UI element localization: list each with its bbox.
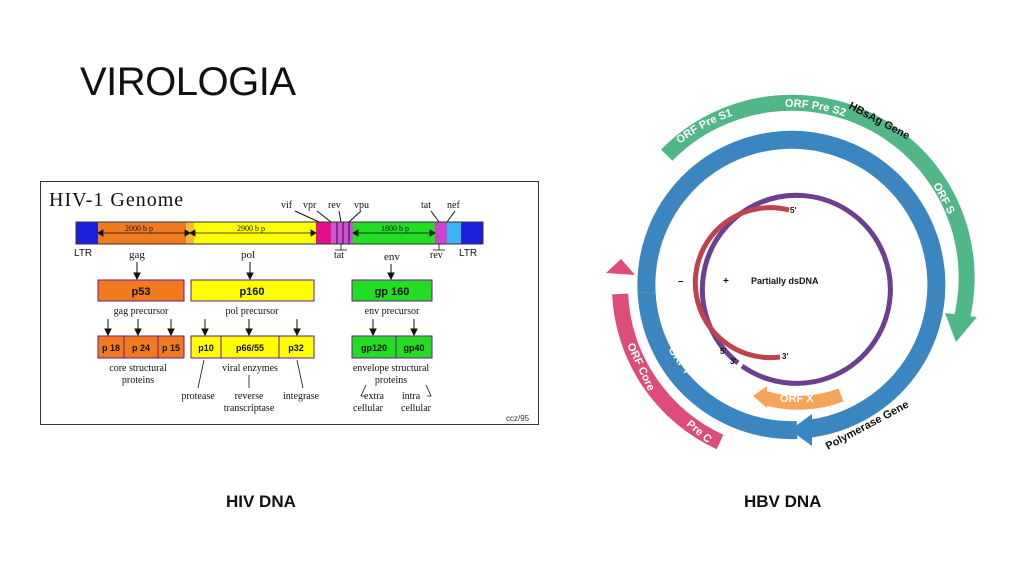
gp40-label: gp40 — [403, 343, 424, 353]
gag-precursor-label: gag precursor — [114, 306, 169, 317]
nef-block — [447, 222, 461, 244]
bp-gag: 2000 b p — [125, 224, 153, 233]
polymerase-arc — [637, 130, 946, 438]
label-vif: vif — [281, 200, 293, 211]
ltr-left-block — [76, 222, 98, 244]
transcriptase-label: transcriptase — [224, 403, 275, 414]
five-prime-outer-label: 5' — [720, 347, 726, 356]
core-structural-label: core structural — [109, 363, 167, 374]
protease-label: protease — [181, 391, 215, 402]
bp-env: 1800 b p — [381, 224, 409, 233]
partially-dsdna-label: Partially dsDNA — [751, 276, 819, 286]
env-precursor-label: env precursor — [365, 306, 420, 317]
orf-x-arrowhead — [753, 386, 767, 408]
ltr-left-label: LTR — [74, 248, 92, 259]
rev-label-bottom: rev — [430, 250, 443, 261]
hbsag-arc — [660, 94, 975, 328]
integrase-label: integrase — [283, 391, 320, 402]
envelope-proteins-label: proteins — [375, 375, 407, 386]
slide-title: VIROLOGIA — [80, 60, 296, 104]
p10-label: p10 — [198, 343, 214, 353]
orf-p-arc — [637, 292, 798, 440]
p24-label: p 24 — [132, 343, 150, 353]
env-products-box — [351, 335, 433, 359]
gag-label: gag — [129, 249, 145, 261]
tat-rev-right-block — [435, 222, 447, 244]
core-proteins-label: proteins — [122, 375, 154, 386]
plus-strand-label: + — [723, 276, 729, 287]
core-arc — [612, 293, 724, 450]
caption-hiv-dna: HIV DNA — [226, 492, 296, 511]
core-arrowhead — [606, 259, 635, 275]
five-prime-inner-label: 5' — [790, 206, 796, 215]
envelope-structural-label: envelope structural — [353, 363, 430, 374]
hiv-title: HIV-1 Genome — [49, 189, 184, 211]
p160-box — [190, 279, 315, 302]
caption-hbv-dna: HBV DNA — [744, 492, 822, 511]
viral-enzymes-label: viral enzymes — [222, 363, 278, 374]
p53-box — [97, 279, 185, 302]
p18-label: p 18 — [102, 343, 120, 353]
hbsag-arrowhead — [945, 313, 977, 342]
reverse-label: reverse — [235, 391, 264, 402]
p15-label: p 15 — [162, 343, 180, 353]
p160-label: p160 — [239, 286, 264, 298]
label-vpu: vpu — [354, 200, 369, 211]
p6655-label: p66/55 — [236, 343, 264, 353]
label-tat-top: tat — [421, 200, 431, 211]
tat-label-bottom: tat — [334, 250, 344, 261]
extra-label: extra — [364, 391, 385, 402]
vif-vpr-block — [316, 222, 331, 244]
pol-precursor-label: pol precursor — [225, 306, 279, 317]
svg-text:ORF Pre S1: ORF Pre S1 — [674, 107, 734, 146]
orf-x-label: ORF X — [780, 393, 814, 405]
orf-pre-s1-label: ORF Pre S1 — [674, 107, 734, 146]
credit-label: ccz/95 — [506, 414, 530, 423]
pol-products-box — [190, 335, 315, 359]
label-vpr: vpr — [303, 200, 317, 211]
ltr-right-block — [461, 222, 483, 244]
gp120-label: gp120 — [361, 343, 387, 353]
orf-x-arc — [763, 388, 844, 410]
red-dna-strand — [692, 205, 790, 361]
three-prime-inner-label: 3' — [782, 352, 788, 361]
three-prime-outer-label: 3' — [730, 357, 736, 366]
hbv-genome-diagram: ORF Pre S1 ORF Pre S2 HBsAg Gene ORF S O… — [590, 80, 1010, 470]
label-nef: nef — [447, 200, 460, 211]
gag-products-box — [97, 335, 185, 359]
intra-label: intra — [402, 391, 421, 402]
hiv-genome-diagram: HIV-1 Genome vif vpr rev vpu tat nef — [40, 181, 539, 425]
gp160-label: gp 160 — [375, 286, 410, 298]
intra-cellular-label: cellular — [401, 403, 432, 414]
ltr-right-label: LTR — [459, 248, 477, 259]
extra-cellular-label: cellular — [353, 403, 384, 414]
minus-strand-label: – — [678, 276, 684, 287]
label-rev-top: rev — [328, 200, 341, 211]
p32-label: p32 — [288, 343, 304, 353]
p53-label: p53 — [132, 286, 151, 298]
purple-dna-strand — [699, 192, 893, 386]
bp-pol: 2900 b p — [237, 224, 265, 233]
env-label: env — [384, 251, 400, 263]
pol-label: pol — [241, 249, 255, 261]
gp160-box — [351, 279, 433, 302]
polymerase-arrowhead — [790, 414, 812, 446]
